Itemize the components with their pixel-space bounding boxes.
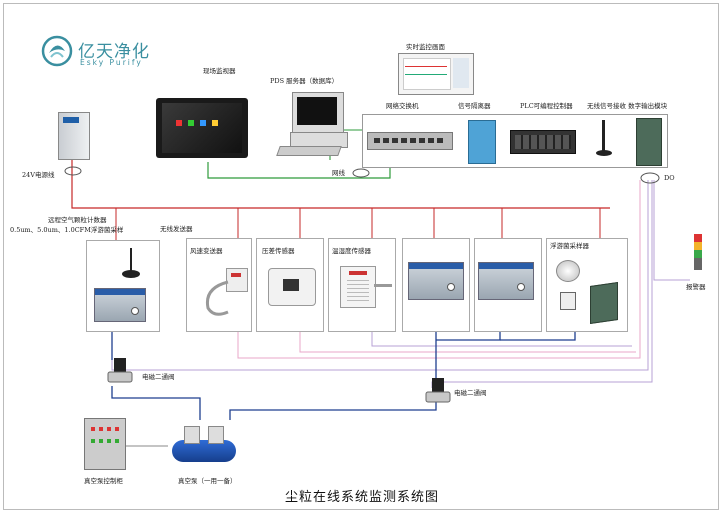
sampler-valve <box>560 292 576 310</box>
solenoid-valve-2-label: 电磁二通阀 <box>454 389 487 397</box>
power-supply <box>58 112 90 160</box>
power-supply-label: 24V电源线 <box>22 171 55 179</box>
signal-isolator <box>468 120 496 164</box>
diagram-frame <box>3 3 719 510</box>
wireless-transmitter-label: 无线发送器 <box>160 225 193 233</box>
logo-text: 亿天净化 <box>78 42 150 62</box>
network-line <box>207 160 391 179</box>
diagram-title: 尘粒在线系统监测系统图 <box>284 490 439 505</box>
airspeed-probe-icon <box>205 280 229 316</box>
airspeed-label: 风速变送器 <box>190 247 223 255</box>
pressure-label: 压差传感器 <box>262 247 295 255</box>
particle-counter-2 <box>408 262 464 300</box>
remote-counter-label-2: 0.5um、5.0um、1.0CFM浮游菌采样 <box>10 226 124 234</box>
logo-mark-icon <box>41 35 73 67</box>
pump-control-label: 真空泵控制柜 <box>84 477 123 485</box>
sampler-module <box>590 282 618 324</box>
vacuum-pump <box>172 426 236 468</box>
sampler-label: 浮游菌采样器 <box>550 242 589 250</box>
alarm-light <box>694 234 702 270</box>
airspeed-transmitter <box>226 268 248 292</box>
signal-line <box>237 180 641 359</box>
remote-counter-label-1: 远程空气颗粒计数器 <box>48 216 107 224</box>
power-connector-icon <box>64 166 82 176</box>
particle-counter-3 <box>478 262 534 300</box>
solenoid-valve-1-icon <box>107 358 133 383</box>
temp-humidity-probe <box>374 284 392 287</box>
solenoid-valve-2-icon <box>425 378 451 403</box>
pressure-sensor <box>268 268 316 306</box>
digital-output-module <box>636 118 662 166</box>
sampler-head <box>556 260 580 282</box>
server-keyboard <box>276 146 342 156</box>
receiver-antenna <box>602 120 605 154</box>
do-label: DO <box>664 174 675 182</box>
network-connector-icon <box>352 168 370 178</box>
vacuum-line <box>111 386 201 420</box>
signal-line <box>111 180 649 371</box>
temp-humidity-sensor <box>340 266 376 308</box>
plc-label: PLC可编程控制器 <box>520 102 573 110</box>
vacuum-line <box>229 402 437 420</box>
network-switch <box>367 132 453 150</box>
logo-subtext: Esky Purify <box>80 58 143 67</box>
solenoid-valve-1-label: 电磁二通阀 <box>142 373 175 381</box>
realtime-software-label: 实时监控画面 <box>406 43 445 51</box>
temp-humidity-label: 温湿度传感器 <box>332 247 371 255</box>
network-switch-label: 网络交换机 <box>386 102 419 110</box>
alarm-label: 报警器 <box>686 283 706 291</box>
wireless-receiver-label: 无线信号接收 数字输出模块 <box>587 102 668 110</box>
server-computer <box>292 92 344 134</box>
realtime-software-screenshot <box>398 53 474 95</box>
receiver-base <box>596 150 612 156</box>
pump-control-cabinet <box>84 418 126 470</box>
vacuum-pump-label: 真空泵（一用一备） <box>178 477 237 485</box>
power-line <box>71 160 610 209</box>
signal-isolator-label: 信号隔离器 <box>458 102 491 110</box>
do-connector-icon <box>640 172 660 184</box>
transmitter-base <box>122 270 140 278</box>
alarm-line <box>653 180 690 281</box>
transmitter-antenna <box>130 248 132 272</box>
field-monitor-tablet <box>156 98 248 158</box>
plc-controller <box>510 130 576 154</box>
server-label: PDS 服务器（数据库） <box>270 77 339 85</box>
network-cable-label: 网线 <box>332 169 345 177</box>
remote-counter-device <box>94 288 146 322</box>
field-monitor-label: 现场监视器 <box>203 67 236 75</box>
